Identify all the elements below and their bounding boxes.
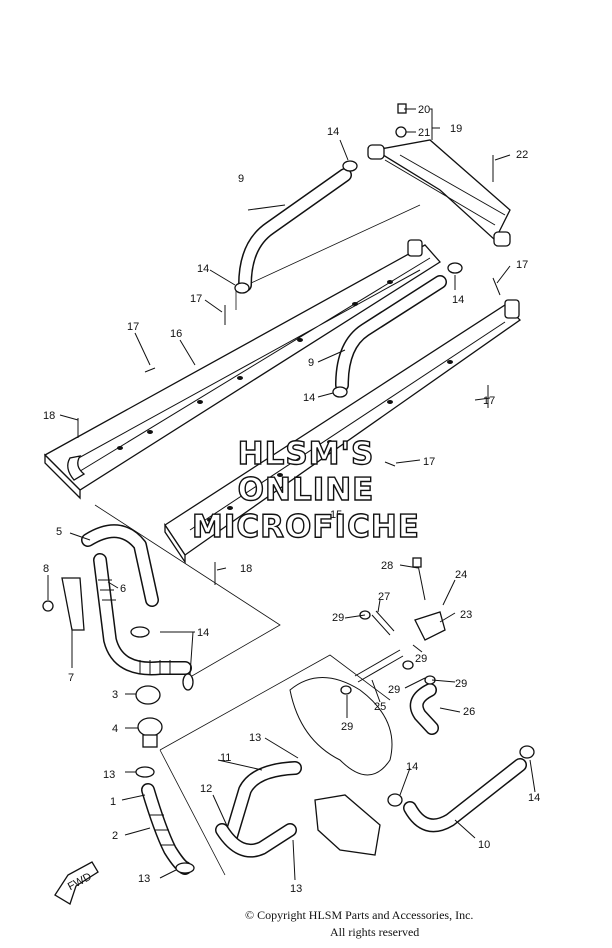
heat-exchanger-rear-manifold bbox=[367, 139, 511, 247]
watermark-line-1: HLSM'S bbox=[238, 436, 375, 472]
callout-13: 13 bbox=[249, 732, 261, 744]
rail-outline-upper bbox=[235, 204, 421, 310]
callout-18: 18 bbox=[240, 563, 252, 575]
rights-reserved-line: All rights reserved bbox=[330, 925, 420, 939]
hose-11 bbox=[223, 761, 302, 847]
callout-9: 9 bbox=[238, 173, 244, 185]
rail-outline-lower bbox=[94, 504, 281, 681]
forward-arrow-icon: FWD bbox=[54, 861, 99, 905]
callout-20: 20 bbox=[418, 104, 430, 116]
fitting-23 bbox=[414, 611, 446, 641]
callout-17: 17 bbox=[423, 456, 435, 468]
callout-29: 29 bbox=[332, 612, 344, 624]
heat-exchanger-left-rail bbox=[43, 239, 441, 500]
callout-14: 14 bbox=[197, 627, 209, 639]
callout-29: 29 bbox=[415, 653, 427, 665]
callout-10: 10 bbox=[478, 839, 490, 851]
callout-3: 3 bbox=[112, 689, 118, 701]
callout-17: 17 bbox=[127, 321, 139, 333]
callout-22: 22 bbox=[516, 149, 528, 161]
hose-clamp-14-lower bbox=[387, 745, 535, 807]
callout-5: 5 bbox=[56, 526, 62, 538]
callout-21: 21 bbox=[418, 127, 430, 139]
callout-13: 13 bbox=[290, 883, 302, 895]
hose-clamp-upper bbox=[234, 160, 463, 398]
callout-14: 14 bbox=[197, 263, 209, 275]
callout-13: 13 bbox=[103, 769, 115, 781]
hose-5 bbox=[81, 524, 159, 607]
callout-29: 29 bbox=[341, 721, 353, 733]
callout-8: 8 bbox=[43, 563, 49, 575]
hose-1-2 bbox=[141, 783, 192, 875]
hose-25 bbox=[354, 649, 404, 683]
callout-15: 15 bbox=[330, 509, 342, 521]
callout-29: 29 bbox=[388, 684, 400, 696]
leader-lines bbox=[47, 108, 536, 881]
callout-7: 7 bbox=[68, 672, 74, 684]
callout-1: 1 bbox=[110, 796, 116, 808]
heat-exchanger-right-rail bbox=[164, 299, 522, 565]
callout-11: 11 bbox=[220, 752, 231, 764]
clamp-29-set bbox=[340, 610, 436, 695]
callout-2: 2 bbox=[112, 830, 118, 842]
callout-26: 26 bbox=[463, 706, 475, 718]
callout-6: 6 bbox=[120, 583, 126, 595]
upper-hose-9 bbox=[238, 168, 352, 292]
watermark-line-3: MICROFICHE bbox=[192, 509, 420, 545]
callout-13: 13 bbox=[138, 873, 150, 885]
hose-clamp-13-left bbox=[130, 626, 195, 874]
callout-17: 17 bbox=[190, 293, 202, 305]
engine-block bbox=[289, 677, 393, 776]
callout-9: 9 bbox=[308, 357, 314, 369]
callout-19: 19 bbox=[450, 123, 462, 135]
thermostat-housing-4 bbox=[137, 717, 163, 748]
bolt-fasteners bbox=[77, 103, 501, 585]
callout-28: 28 bbox=[381, 560, 393, 572]
callout-14: 14 bbox=[528, 792, 540, 804]
callout-29: 29 bbox=[455, 678, 467, 690]
hose-10 bbox=[403, 758, 527, 833]
callout-labels: 20 21 19 14 22 9 14 17 14 17 17 16 9 14 … bbox=[43, 104, 540, 895]
hose-27 bbox=[371, 610, 395, 636]
callout-12: 12 bbox=[200, 783, 212, 795]
callout-27: 27 bbox=[378, 591, 390, 603]
hose-26 bbox=[409, 683, 439, 735]
callout-14: 14 bbox=[406, 761, 418, 773]
callout-17: 17 bbox=[516, 259, 528, 271]
callout-16: 16 bbox=[170, 328, 182, 340]
hose-12 bbox=[215, 823, 297, 858]
watermark-line-2: ONLINE bbox=[238, 472, 375, 508]
callout-24: 24 bbox=[455, 569, 467, 581]
copyright-line: © Copyright HLSM Parts and Accessories, … bbox=[245, 908, 474, 922]
thermostat-cap-3 bbox=[135, 685, 161, 705]
watermark: HLSM'S ONLINE MICROFICHE bbox=[191, 435, 420, 545]
callout-17: 17 bbox=[483, 395, 495, 407]
breather-28 bbox=[412, 557, 426, 601]
callout-4: 4 bbox=[112, 723, 118, 735]
lower-hose-9 bbox=[335, 275, 447, 392]
bracket-7 bbox=[42, 577, 85, 631]
callout-14: 14 bbox=[303, 392, 315, 404]
engine-outline bbox=[159, 654, 391, 876]
hose-6-corrugated bbox=[93, 553, 192, 676]
callout-25: 25 bbox=[374, 701, 386, 713]
callout-18: 18 bbox=[43, 410, 55, 422]
callout-23: 23 bbox=[460, 609, 472, 621]
water-pump-outlet bbox=[314, 794, 381, 856]
callout-14: 14 bbox=[327, 126, 339, 138]
callout-14: 14 bbox=[452, 294, 464, 306]
